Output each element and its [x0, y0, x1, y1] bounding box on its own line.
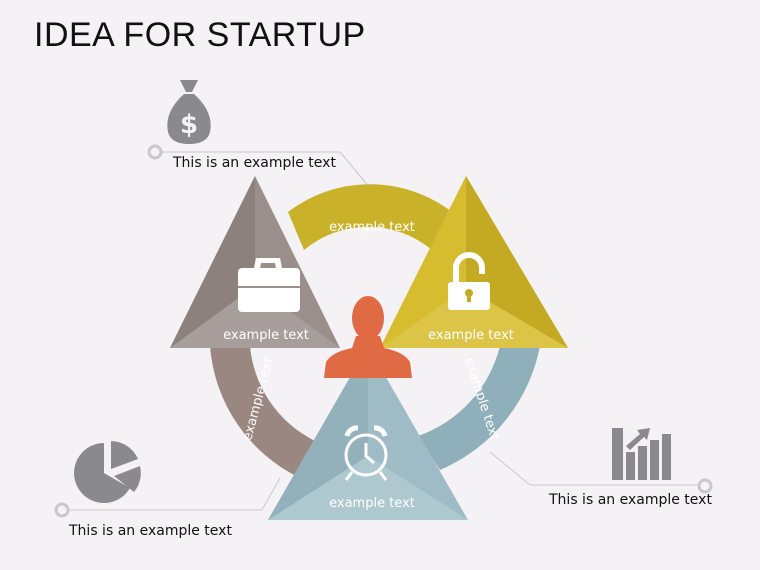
- bar-chart-growth-icon: [612, 428, 671, 480]
- triangle-right: [380, 176, 568, 348]
- page-title: IDEA FOR STARTUP: [34, 16, 366, 54]
- callout-bottom-right-text: This is an example text: [549, 492, 712, 508]
- unlocked-padlock-icon: [448, 252, 490, 310]
- pie-chart-icon: [74, 441, 141, 504]
- arc-top: [288, 184, 452, 250]
- triangle-left-label: example text: [223, 328, 309, 343]
- money-bag-icon: $: [167, 80, 211, 144]
- alarm-clock-icon: [344, 425, 388, 481]
- person-icon: [324, 296, 412, 378]
- callout-bottom-left-text: This is an example text: [69, 523, 232, 539]
- svg-text:$: $: [180, 110, 198, 140]
- arc-top-label: example text: [329, 220, 415, 235]
- arc-left: [210, 346, 324, 478]
- triangle-bottom: [268, 346, 468, 520]
- triangle-bottom-label: example text: [329, 496, 415, 511]
- connector-dots: [54, 144, 713, 518]
- callout-top-left-text: This is an example text: [173, 155, 336, 171]
- connector-lines: [62, 151, 700, 511]
- briefcase-icon: [238, 258, 300, 312]
- arc-right: [418, 346, 540, 470]
- triangle-right-label: example text: [428, 328, 514, 343]
